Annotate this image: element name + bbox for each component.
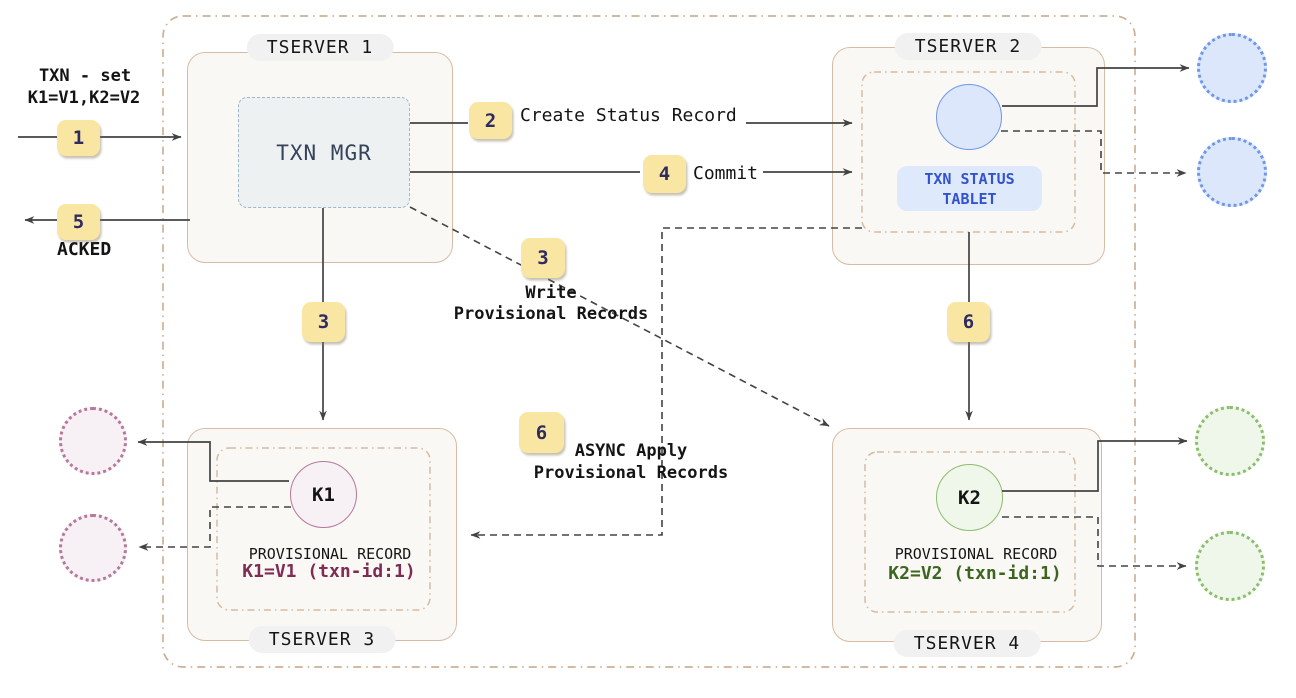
k2-label: K2 xyxy=(958,486,981,509)
step-badge-6-async: 6 xyxy=(519,412,564,453)
commit-label: Commit xyxy=(693,163,759,184)
txn-mgr-label: TXN MGR xyxy=(276,140,372,165)
k1-label: K1 xyxy=(312,483,335,506)
tserver3-title-pill: TSERVER 3 xyxy=(248,626,396,653)
ts4-record-value: K2=V2 (txn-id:1) xyxy=(888,563,1062,584)
txn-set-line1: TXN - set xyxy=(38,66,132,86)
k2-tablet-circle: K2 xyxy=(936,464,1003,531)
step-badge-3-down: 3 xyxy=(302,302,345,342)
tserver1-title-pill: TSERVER 1 xyxy=(246,34,394,61)
ts3-record-value: K1=V1 (txn-id:1) xyxy=(242,561,416,582)
txn-mgr-box: TXN MGR xyxy=(238,97,410,208)
step-badge-1: 1 xyxy=(57,120,100,156)
replica-circle-blue-2 xyxy=(1197,137,1267,207)
tablet-label-line2: TABLET xyxy=(942,189,997,208)
replica-circle-pink-1 xyxy=(59,407,127,475)
write-provisional-line1: Write xyxy=(525,283,577,303)
tserver4-card xyxy=(832,428,1102,642)
replica-circle-green-2 xyxy=(1195,531,1265,601)
replica-circle-blue-1 xyxy=(1197,33,1267,103)
txn-status-tablet-label: TXN STATUS TABLET xyxy=(897,166,1042,211)
async-apply-line2: Provisional Records xyxy=(533,463,729,483)
txn-set-line2: K1=V1,K2=V2 xyxy=(27,88,141,108)
step-badge-5: 5 xyxy=(57,204,100,240)
ts4-record-title: PROVISIONAL RECORD xyxy=(894,545,1058,563)
step-badge-2: 2 xyxy=(469,102,512,139)
tserver2-card xyxy=(832,47,1105,265)
replica-circle-pink-2 xyxy=(59,514,127,582)
async-apply-line1: ASYNC Apply xyxy=(574,441,688,461)
tablet-label-line1: TXN STATUS xyxy=(924,169,1015,188)
step-badge-6-down: 6 xyxy=(947,302,990,342)
k1-tablet-circle: K1 xyxy=(290,461,357,528)
replica-circle-green-1 xyxy=(1195,406,1265,476)
write-provisional-line2: Provisional Records xyxy=(453,304,649,324)
create-status-record-label: Create Status Record xyxy=(520,105,737,126)
step-badge-3-write: 3 xyxy=(521,238,565,278)
txn-status-tablet-circle xyxy=(936,84,1002,150)
acked-label: ACKED xyxy=(57,239,112,260)
tserver3-card xyxy=(187,428,457,641)
tserver4-title-pill: TSERVER 4 xyxy=(893,630,1041,657)
tserver2-title-pill: TSERVER 2 xyxy=(894,33,1042,60)
step-badge-4: 4 xyxy=(643,155,686,193)
